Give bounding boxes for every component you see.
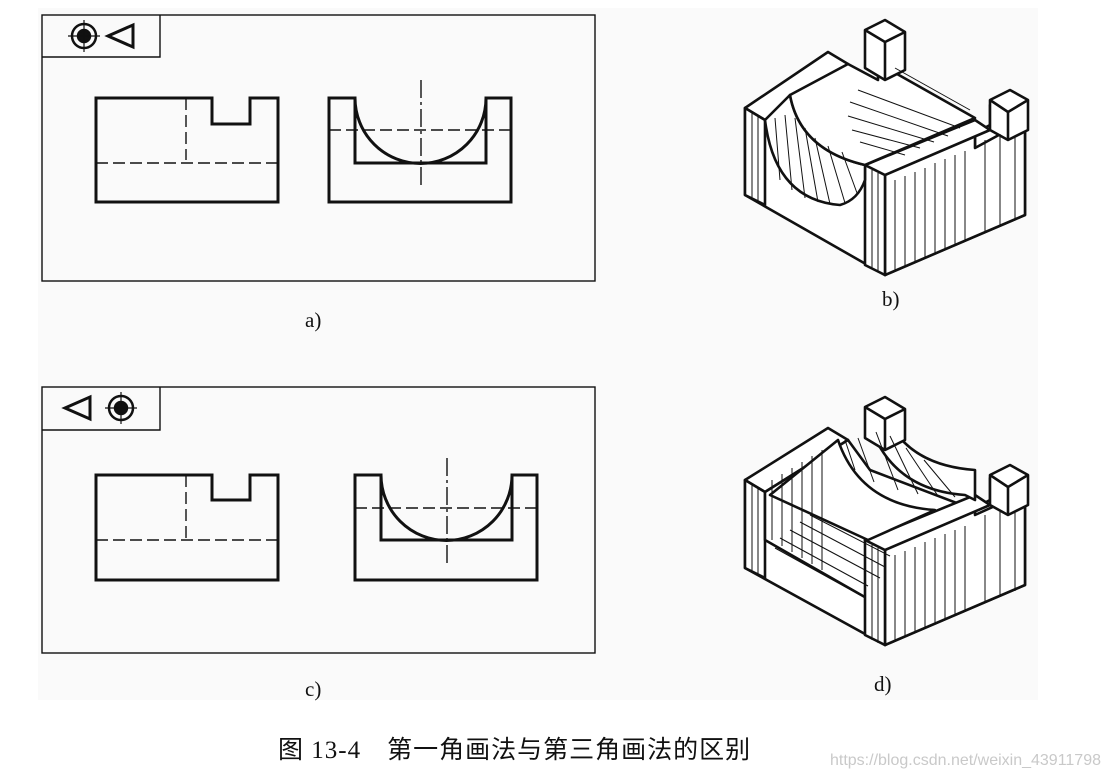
panel-a-front-view [94, 96, 280, 204]
panel-a-frame [41, 14, 596, 282]
label-a: a) [305, 308, 322, 332]
panel-a-side-view [327, 96, 513, 204]
isometric-view-b [743, 18, 1030, 277]
panel-c-frame [41, 386, 596, 654]
figure-caption: 图 13-4 第一角画法与第三角画法的区别 [278, 730, 751, 766]
watermark-text: https://blog.csdn.net/weixin_43911798 [829, 752, 1101, 769]
panel-c-symbol-box [42, 387, 161, 431]
panel-a-first-angle [41, 14, 596, 282]
panel-c-side-view [353, 473, 539, 582]
label-d: d) [874, 672, 892, 696]
panel-a-symbol-box [42, 15, 161, 58]
panel-c-front-view [94, 473, 280, 582]
caption-title: 第一角画法与第三角画法的区别 [387, 735, 752, 764]
label-c: c) [305, 677, 322, 701]
label-b: b) [882, 287, 900, 311]
panel-c-third-angle [41, 386, 596, 654]
isometric-view-d [743, 395, 1030, 647]
third-angle-symbol-icon [61, 392, 137, 424]
caption-number: 图 13-4 [278, 737, 362, 764]
first-angle-symbol-icon [68, 20, 135, 52]
